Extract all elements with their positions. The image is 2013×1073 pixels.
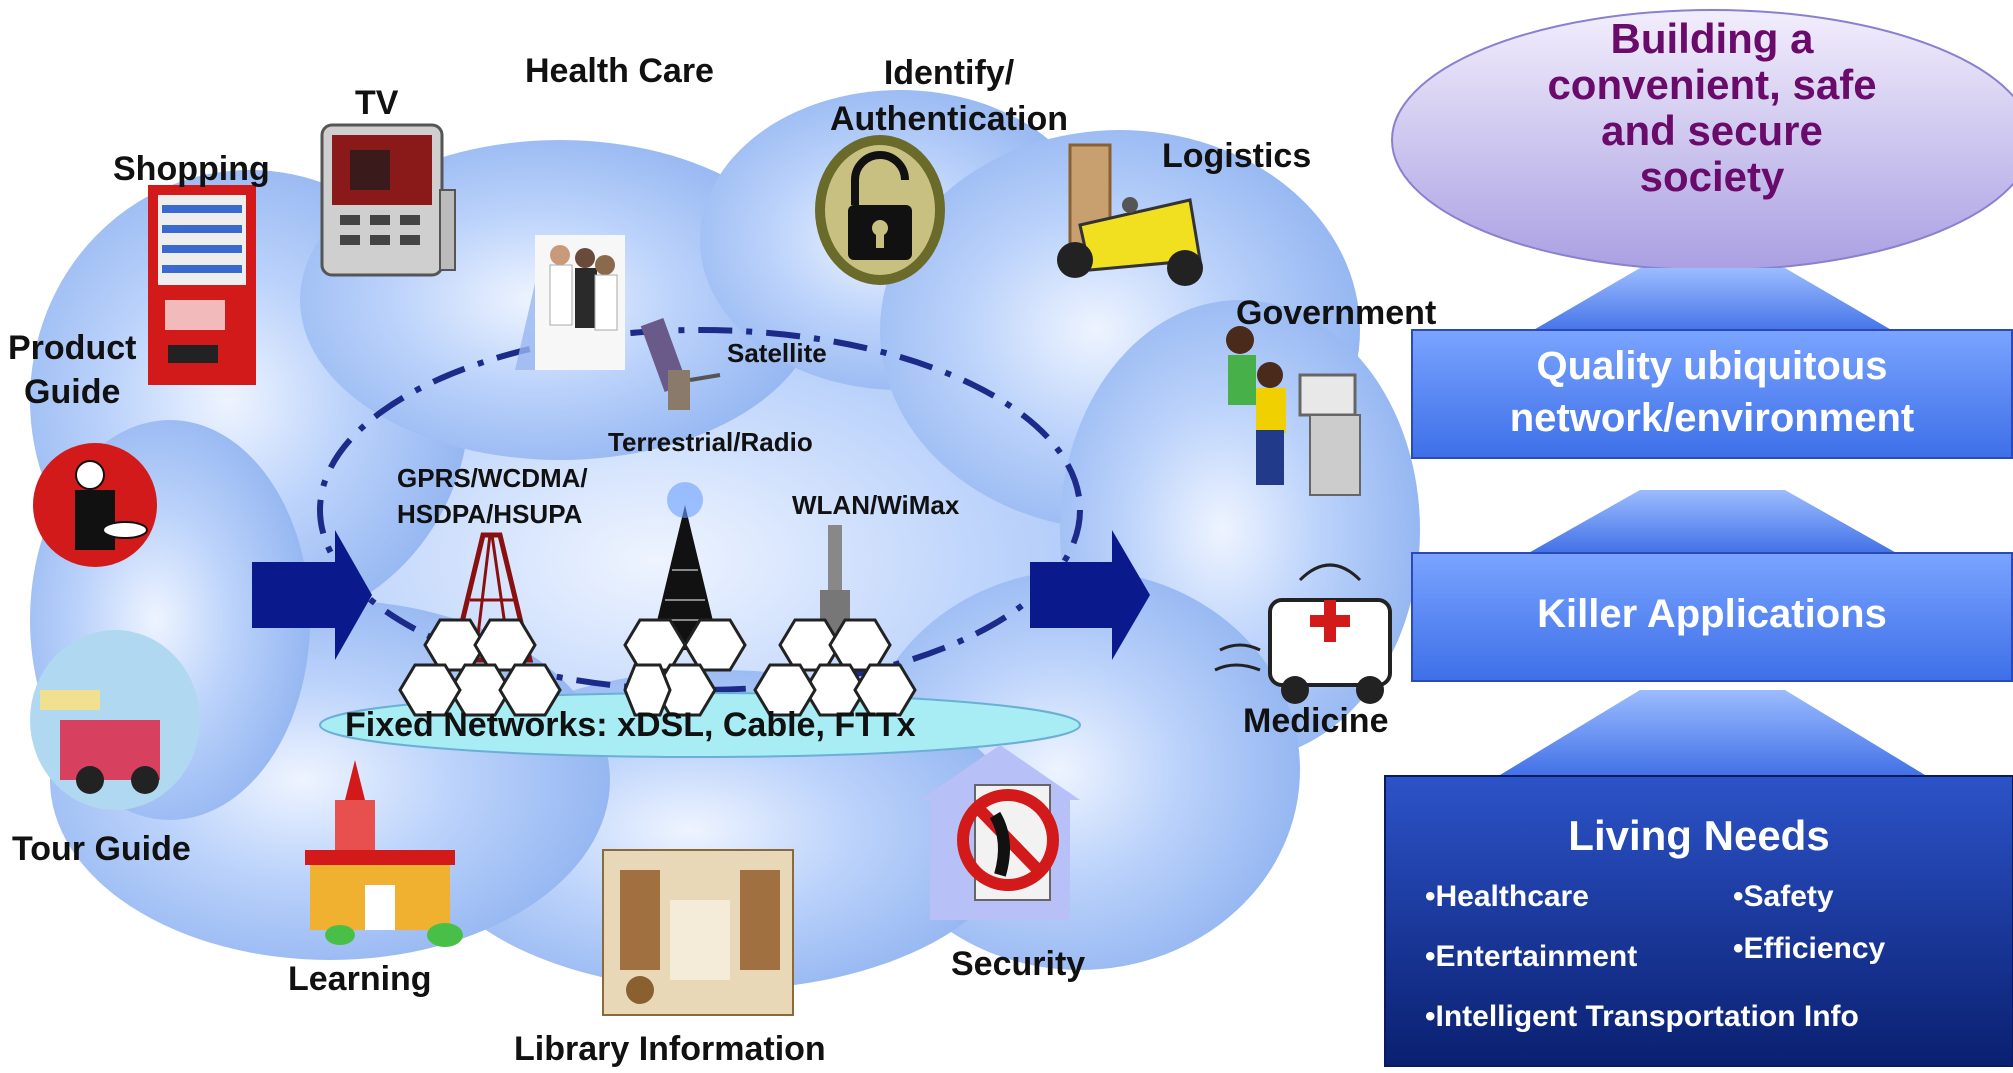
tv-phone-icon (320, 123, 456, 277)
label-learning: Learning (288, 960, 432, 998)
living-needs-title: Living Needs (1568, 812, 1830, 859)
label-logistics: Logistics (1162, 137, 1312, 175)
label-government: Government (1236, 294, 1437, 332)
label-terrestrial: Terrestrial/Radio (608, 427, 813, 457)
killer-apps-text: Killer Applications (1537, 592, 1887, 636)
security-icon (920, 745, 1080, 920)
label-identify: Identify/ Authentication (830, 54, 1068, 138)
goal-text: Building a convenient, safe and secure s… (1547, 15, 1877, 200)
label-health-care: Health Care (525, 52, 714, 90)
label-tour-guide: Tour Guide (12, 830, 191, 868)
label-tv: TV (355, 84, 399, 122)
forklift-icon (1057, 143, 1203, 286)
lock-icon (815, 135, 945, 285)
label-medicine: Medicine (1243, 702, 1389, 740)
library-icon (602, 849, 794, 1016)
need-efficiency: •Efficiency (1733, 932, 1886, 965)
tower-gprs-icon (398, 532, 562, 717)
label-product-guide: Product Guide (8, 329, 137, 411)
tour-guide-icon (30, 630, 200, 810)
vending-machine-icon (148, 185, 256, 385)
satellite-icon (640, 318, 721, 410)
label-library: Library Information (514, 1030, 826, 1068)
need-its: •Intelligent Transportation Info (1425, 1000, 1859, 1033)
arrow-box-killer (1411, 490, 2013, 682)
label-security: Security (951, 945, 1086, 983)
government-icon (1226, 326, 1361, 496)
arrow-box-network (1411, 268, 2013, 459)
label-shopping: Shopping (113, 150, 270, 188)
network-env-text: Quality ubiquitous network/environment (1509, 344, 1915, 440)
wireless-ring (317, 327, 1083, 693)
label-gprs: GPRS/WCDMA/ HSDPA/HSUPA (397, 463, 588, 529)
right-arrow (1030, 530, 1150, 660)
tower-wlan-icon (753, 525, 917, 717)
ambulance-icon (1214, 563, 1392, 704)
label-satellite: Satellite (727, 338, 827, 368)
tower-terrestrial-icon (623, 482, 747, 717)
need-entertainment: •Entertainment (1425, 940, 1638, 973)
label-wlan: WLAN/WiMax (792, 490, 960, 520)
arrow-box-living (1384, 690, 2013, 1067)
doctors-icon (515, 235, 625, 370)
school-icon (305, 760, 463, 947)
waiter-icon (33, 443, 157, 567)
need-safety: •Safety (1733, 880, 1834, 913)
need-healthcare: •Healthcare (1425, 880, 1589, 913)
label-fixed-networks: Fixed Networks: xDSL, Cable, FTTx (345, 706, 916, 744)
left-arrow (252, 530, 372, 660)
